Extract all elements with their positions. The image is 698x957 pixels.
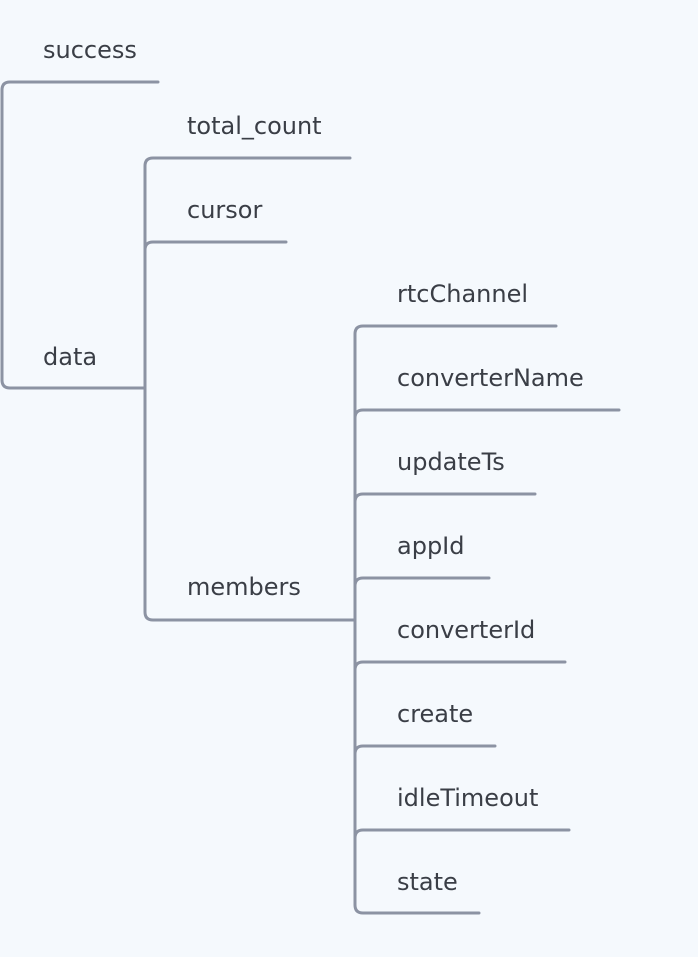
connector-members-idle-timeout bbox=[353, 828, 571, 840]
node-data: data bbox=[43, 343, 98, 371]
connector-members-update-ts bbox=[353, 492, 537, 504]
node-members: members bbox=[187, 573, 301, 601]
connector-members-create bbox=[353, 744, 497, 756]
node-update-ts: updateTs bbox=[397, 448, 505, 476]
connector-members-app-id bbox=[353, 576, 491, 588]
connector-members-converter-id bbox=[353, 660, 567, 672]
node-cursor: cursor bbox=[187, 196, 263, 224]
node-create: create bbox=[397, 700, 474, 728]
node-state: state bbox=[397, 868, 458, 896]
connector-data-total-count bbox=[143, 156, 357, 622]
node-converter-name: converterName bbox=[397, 364, 584, 392]
node-success: success bbox=[43, 36, 137, 64]
node-idle-timeout: idleTimeout bbox=[397, 784, 539, 812]
connector-data-cursor bbox=[143, 240, 288, 252]
node-converter-id: converterId bbox=[397, 616, 536, 644]
connector-members-rtc-channel bbox=[353, 324, 558, 915]
connector-root-success bbox=[0, 80, 160, 390]
node-rtc-channel: rtcChannel bbox=[397, 280, 529, 308]
node-total-count: total_count bbox=[187, 112, 322, 140]
node-app-id: appId bbox=[397, 532, 465, 560]
connector-members-converter-name bbox=[353, 408, 621, 420]
